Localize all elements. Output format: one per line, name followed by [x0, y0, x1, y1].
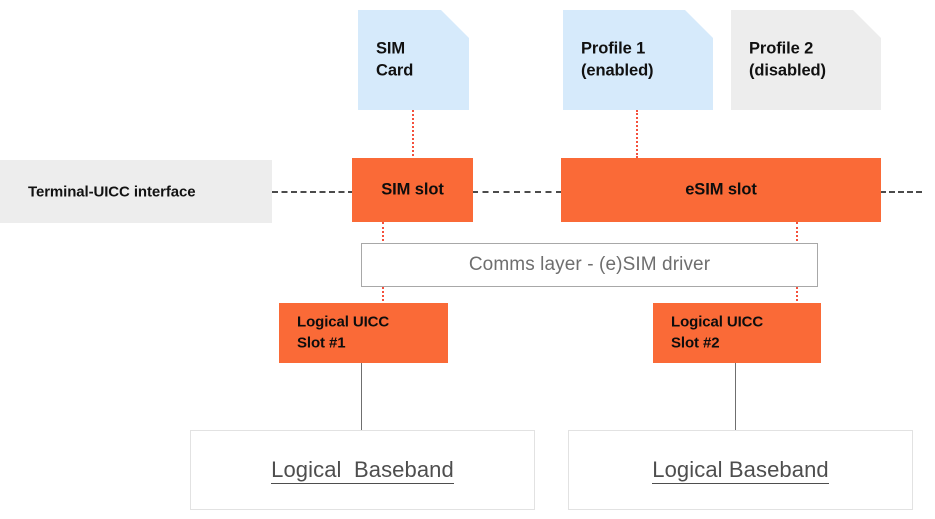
- logical-uicc-slot-2-label: Logical UICC Slot #2: [671, 313, 764, 352]
- terminal-uicc-interface-line-right: [880, 191, 922, 193]
- sim-slot-label: SIM slot: [381, 180, 444, 199]
- logical-baseband-right-label: Logical Baseband: [569, 457, 912, 484]
- profile-1-card[interactable]: Profile 1 (enabled): [563, 10, 713, 110]
- terminal-uicc-interface-line-left: [272, 191, 354, 193]
- esim-slot-box[interactable]: eSIM slot: [561, 158, 881, 222]
- profile-1-label: Profile 1 (enabled): [581, 39, 654, 80]
- connector-logical-uicc-1-to-baseband-left: [361, 363, 362, 431]
- logical-uicc-slot-1-box[interactable]: Logical UICC Slot #1: [279, 303, 448, 363]
- connector-logical-uicc-2-to-baseband-right: [735, 363, 736, 431]
- logical-baseband-left-box[interactable]: Logical Baseband: [190, 430, 535, 510]
- connector-profile1-to-esim-slot: [636, 110, 638, 158]
- terminal-uicc-interface-label: Terminal-UICC interface: [28, 183, 196, 200]
- profile-2-label: Profile 2 (disabled): [749, 39, 826, 80]
- logical-baseband-right-box[interactable]: Logical Baseband: [568, 430, 913, 510]
- sim-card[interactable]: SIM Card: [358, 10, 469, 110]
- logical-uicc-slot-1-label: Logical UICC Slot #1: [297, 313, 390, 352]
- profile-2-card[interactable]: Profile 2 (disabled): [731, 10, 881, 110]
- terminal-uicc-interface-box: Terminal-UICC interface: [0, 160, 272, 223]
- terminal-uicc-interface-line-middle: [472, 191, 562, 193]
- connector-sim-card-to-sim-slot: [412, 110, 414, 160]
- logical-uicc-slot-2-box[interactable]: Logical UICC Slot #2: [653, 303, 821, 363]
- sim-slot-box[interactable]: SIM slot: [352, 158, 473, 222]
- logical-baseband-left-label: Logical Baseband: [191, 457, 534, 484]
- logical-baseband-left-text: Logical Baseband: [271, 457, 454, 484]
- esim-slot-label: eSIM slot: [685, 180, 757, 199]
- comms-layer-box[interactable]: Comms layer - (e)SIM driver: [361, 243, 818, 287]
- comms-layer-label: Comms layer - (e)SIM driver: [468, 254, 711, 275]
- logical-baseband-right-text: Logical Baseband: [652, 457, 829, 484]
- sim-card-label: SIM Card: [376, 39, 414, 80]
